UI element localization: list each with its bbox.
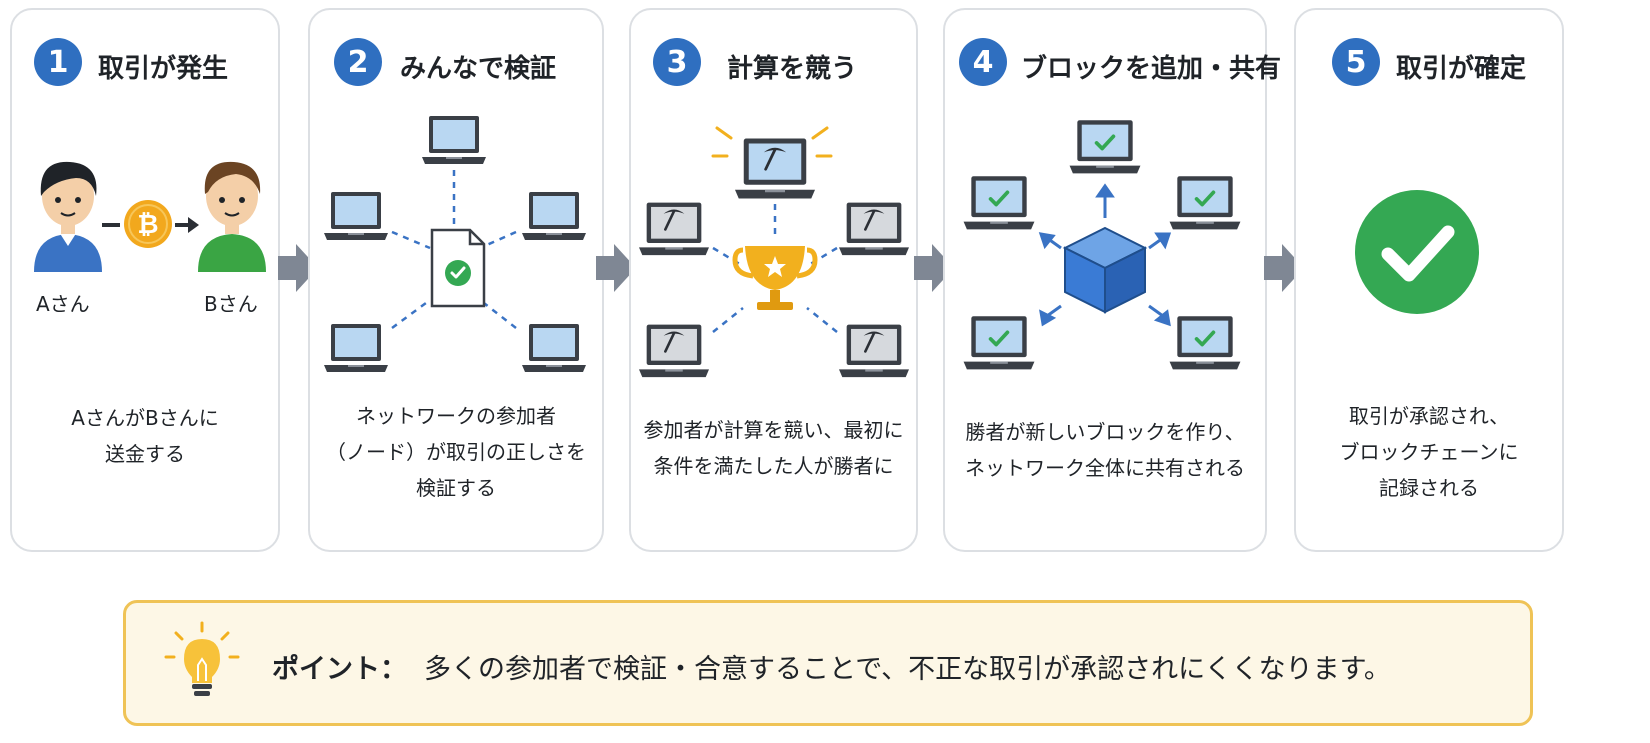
broadcast-arrows — [1038, 183, 1172, 327]
step-description: AさんがBさんに 送金する — [12, 400, 278, 472]
step-description: ネットワークの参加者 （ノード）が取引の正しさを 検証する — [310, 398, 602, 506]
description-line: ブロックチェーンに — [1339, 440, 1519, 464]
step-number-badge: 4 — [959, 38, 1007, 86]
step-number-badge: 1 — [34, 38, 82, 86]
flow-arrow-icon — [278, 244, 318, 292]
point-label: ポイント： — [272, 654, 407, 685]
step-number-badge: 3 — [653, 38, 701, 86]
verification-network-illustration — [324, 116, 586, 372]
block-broadcast-illustration — [963, 120, 1241, 370]
step-card-4: 4 ブロックを追加・共有 — [943, 8, 1281, 552]
person-a-icon — [34, 161, 102, 272]
description-line: AさんがBさんに — [71, 406, 219, 430]
bitcoin-symbol: ₿ — [137, 210, 158, 240]
description-line: ネットワーク全体に共有される — [965, 456, 1245, 480]
flow-arrow-icon — [1264, 244, 1304, 292]
laptop-node-icon — [422, 116, 486, 164]
step-title: みんなで検証 — [400, 54, 557, 84]
step-card-1: 1 取引が発生 ₿ — [10, 8, 280, 552]
description-line: 条件を満たした人が勝者に — [653, 454, 894, 478]
flow-arrow-icon — [596, 244, 636, 292]
sender-label: Aさん — [36, 292, 90, 316]
step-title: 取引が確定 — [1396, 54, 1527, 84]
description-line: 参加者が計算を競い、最初に — [643, 418, 904, 442]
block-cube-icon — [1062, 226, 1148, 314]
trophy-icon — [732, 246, 818, 310]
step-card-2: 2 みんなで検証 ネットワークの参加者 （ノード）が取引の正しさを 検証する — [308, 8, 604, 552]
step-number-badge: 2 — [334, 38, 382, 86]
transaction-illustration: ₿ — [34, 161, 266, 272]
laptop-node-icon — [522, 324, 586, 372]
mining-competition-illustration — [639, 126, 909, 378]
description-line: 勝者が新しいブロックを作り、 — [965, 420, 1245, 444]
step-number-badge: 5 — [1332, 38, 1380, 86]
winning-laptop-icon — [735, 138, 815, 199]
laptop-node-icon — [522, 192, 586, 240]
description-line: 送金する — [105, 442, 185, 466]
laptop-node-icon — [324, 192, 388, 240]
lightbulb-icon — [164, 621, 240, 696]
step-card-3: 3 計算を競う — [629, 8, 918, 552]
step-card-5: 5 取引が確定 取引が承認され、 ブロックチェーンに 記録される — [1294, 8, 1564, 552]
description-line: 記録される — [1379, 476, 1479, 500]
step-title: 取引が発生 — [98, 54, 229, 84]
step-description: 参加者が計算を競い、最初に 条件を満たした人が勝者に — [631, 412, 916, 484]
point-callout: ポイント： 多くの参加者で検証・合意することで、不正な取引が承認されにくくなりま… — [123, 600, 1533, 726]
step-description: 勝者が新しいブロックを作り、 ネットワーク全体に共有される — [945, 414, 1265, 486]
bitcoin-coin-icon: ₿ — [124, 200, 172, 248]
confirmed-check-icon — [1355, 190, 1479, 314]
laptop-node-icon — [324, 324, 388, 372]
highlight-rays — [711, 126, 833, 158]
receiver-label: Bさん — [204, 292, 258, 316]
description-line: 検証する — [416, 476, 496, 500]
document-check-icon — [430, 228, 486, 308]
confirmed-illustration — [1355, 190, 1479, 314]
point-text: 多くの参加者で検証・合意することで、不正な取引が承認されにくくなります。 — [424, 654, 1391, 685]
step-title: 計算を競う — [727, 54, 858, 84]
person-b-icon — [198, 161, 266, 272]
description-line: 取引が承認され、 — [1348, 404, 1510, 428]
description-line: （ノード）が取引の正しさを — [326, 440, 586, 464]
step-description: 取引が承認され、 ブロックチェーンに 記録される — [1296, 398, 1562, 506]
flow-arrow-icon — [914, 244, 954, 292]
description-line: ネットワークの参加者 — [356, 404, 556, 428]
step-title: ブロックを追加・共有 — [1021, 54, 1282, 84]
